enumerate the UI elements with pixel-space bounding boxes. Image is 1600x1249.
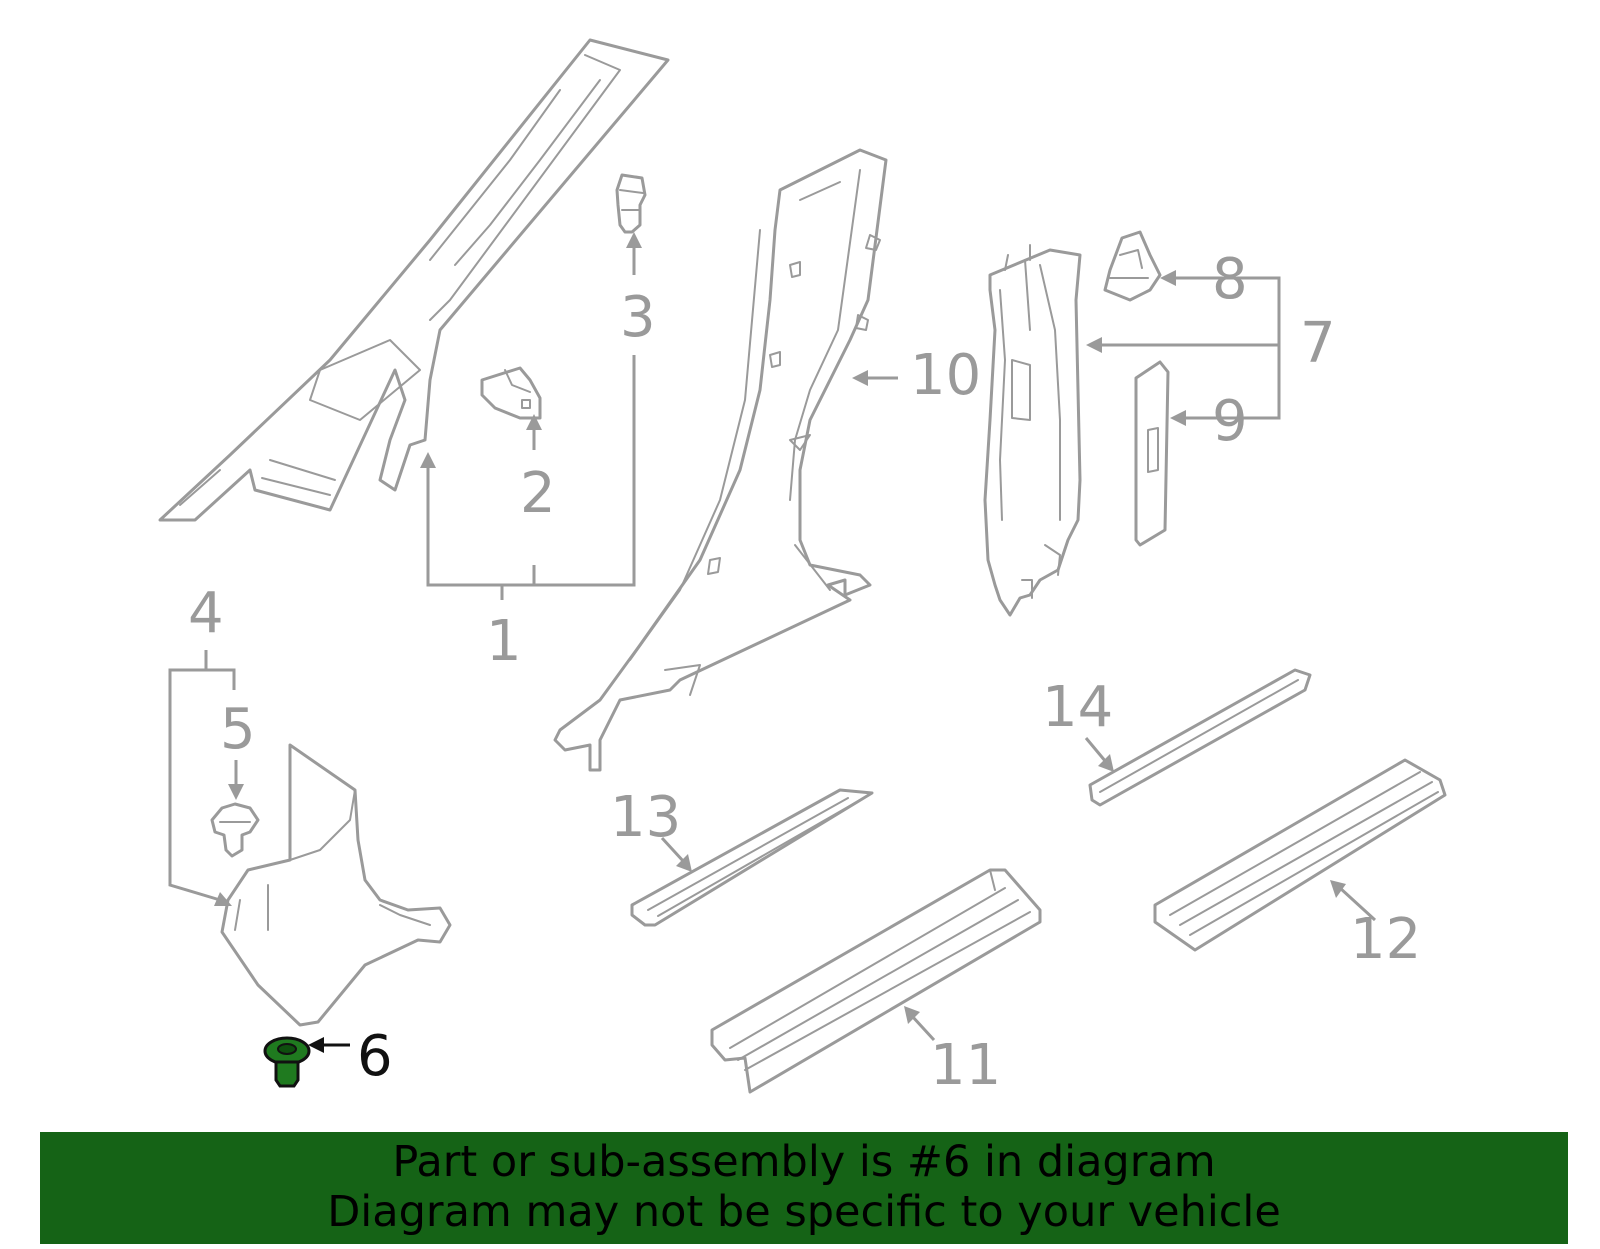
callout-10: 10: [910, 343, 981, 408]
part-8-clip: [1103, 230, 1162, 302]
part-4-kick-panel: [220, 743, 452, 1027]
part-9-seal: [1134, 360, 1170, 547]
part-3-fastener: [615, 173, 647, 234]
callout-5: 5: [220, 697, 256, 762]
part-10-b-pillar-lower-trim: [553, 148, 888, 772]
banner-line-1: Part or sub-assembly is #6 in diagram: [392, 1137, 1216, 1187]
part-13-leader: [660, 836, 692, 872]
callout-14: 14: [1042, 675, 1113, 740]
callout-4: 4: [188, 581, 224, 646]
part-14-sill-strip: [1088, 668, 1312, 807]
part-5-push-clip: [210, 802, 260, 858]
callout-1: 1: [486, 609, 522, 674]
part-6-leader: [308, 1037, 350, 1053]
group-1-bracket: [420, 232, 642, 600]
part-11-leader: [904, 1006, 936, 1042]
callout-6: 6: [357, 1024, 393, 1089]
banner-line-2: Diagram may not be specific to your vehi…: [327, 1187, 1281, 1237]
part-2-clip: [480, 366, 542, 420]
part-6-fastener-highlighted: [263, 1036, 311, 1088]
part-12-leader: [1330, 880, 1377, 922]
info-banner: Part or sub-assembly is #6 in diagram Di…: [40, 1132, 1568, 1244]
callout-11: 11: [930, 1033, 1001, 1098]
callout-3: 3: [620, 285, 656, 350]
callout-8: 8: [1212, 247, 1248, 312]
part-1-a-pillar-trim: [158, 38, 670, 522]
callout-2: 2: [520, 461, 556, 526]
part-14-leader: [1084, 737, 1114, 772]
group-4-bracket: [168, 650, 244, 906]
callout-9: 9: [1212, 389, 1248, 454]
callout-12: 12: [1350, 907, 1421, 972]
callout-7: 7: [1300, 311, 1336, 376]
part-11-scuff-plate: [710, 868, 1042, 1094]
group-7-bracket: [1086, 270, 1281, 426]
part-10-leader: [852, 370, 898, 386]
part-7-b-pillar-upper-trim: [983, 244, 1082, 617]
part-12-scuff-plate: [1153, 758, 1447, 952]
callout-13: 13: [610, 785, 681, 850]
part-13-sill-strip: [630, 788, 874, 927]
